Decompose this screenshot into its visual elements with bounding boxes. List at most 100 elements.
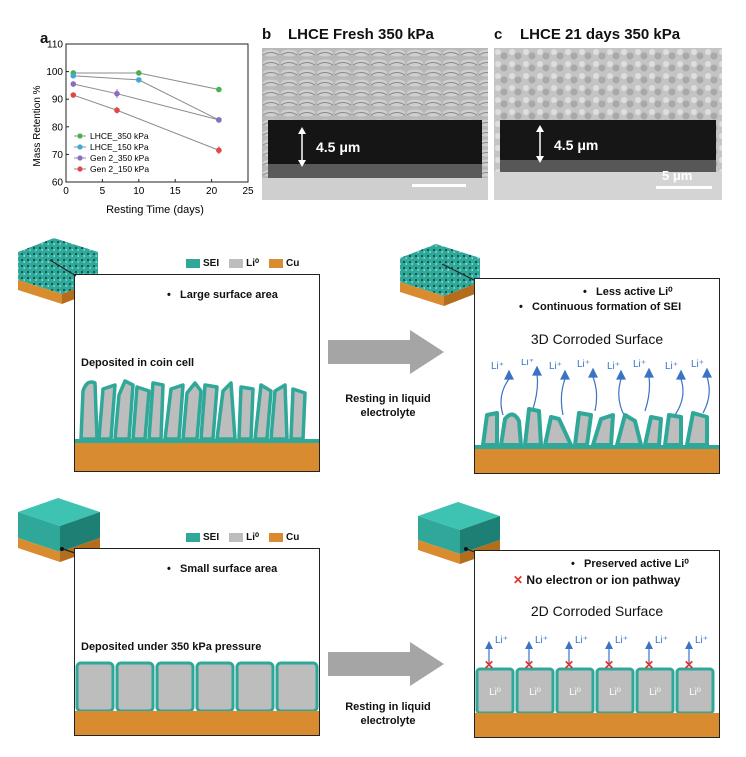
corroded-2d-title: 2D Corroded Surface [530,603,664,619]
ion-label: Li⁺ [535,635,548,646]
y-tick-label: 100 [46,67,63,78]
blocked-cross-icon: ✕ [484,658,494,672]
top-left-schematic: • Large surface area Deposited in coin c… [74,274,320,472]
ion-label: Li⁺ [495,635,508,646]
preserved-columns-drawing: Li⁰Li⁺✕Li⁰Li⁺✕Li⁰Li⁺✕Li⁰Li⁺✕Li⁰Li⁺✕Li⁰Li… [475,635,719,737]
data-point [114,107,120,114]
li-column-label: Li⁰ [569,687,581,698]
thickness-label: 4.5 μm [554,137,598,153]
bullet-text: • Large surface area [167,289,278,301]
corroded-3d-title: 3D Corroded Surface [530,331,664,347]
data-point [70,72,77,79]
li-column-label: Li⁰ [529,687,541,698]
legend-marker [77,144,83,150]
x-tick-label: 20 [206,186,218,197]
process-arrow-icon [328,642,444,686]
bottom-left-schematic: • Small surface area Deposited under 350… [74,548,320,736]
bullet-text-1: • Preserved active Li⁰ [571,558,689,570]
ion-arrow-head [565,641,573,649]
data-point [114,90,120,97]
svg-text:Li⁺: Li⁺ [665,361,678,372]
sei-swatch [186,259,200,268]
ion-arrow-head [485,641,493,649]
svg-text:Li⁺: Li⁺ [521,359,534,368]
y-tick-label: 90 [52,95,64,106]
legend-label: Gen 2_350 kPa [90,153,149,163]
scale-bar-label: 5 μm [662,168,692,183]
dense-columns-drawing [75,661,319,735]
bullet-text-2: ✕ No electron or ion pathway [513,573,681,587]
li-column-label: Li⁰ [649,687,661,698]
svg-text:Li⁺: Li⁺ [577,359,590,370]
legend-marker [77,166,83,172]
bullet-text-1: • Less active Li⁰ [583,286,673,298]
y-axis-label: Mass Retention % [32,85,43,166]
legend-marker [77,155,83,161]
top-right-schematic: • Less active Li⁰ • Continuous formation… [474,278,720,474]
panel-c-letter: c [494,26,503,43]
blocked-cross-icon: ✕ [604,658,614,672]
sei-swatch [186,533,200,542]
data-point [136,70,142,76]
svg-text:Li⁺: Li⁺ [549,361,562,372]
cross-icon: ✕ [513,573,524,587]
series-line-1 [73,75,220,121]
svg-text:Li⁺: Li⁺ [607,361,620,372]
blocked-cross-icon: ✕ [684,658,694,672]
ion-arrow-head [525,641,533,649]
panel-b-letter: b [262,26,272,43]
process-arrow-icon [328,330,444,374]
y-tick-label: 110 [47,40,63,51]
ion-arrow-head [645,641,653,649]
corroded-li-block-icon [400,244,480,306]
cu-swatch [269,533,284,542]
x-tick-label: 0 [63,186,69,197]
li-swatch [229,533,244,542]
series-line-2 [73,83,220,121]
data-point [70,92,77,98]
data-point [216,147,222,154]
series-line-0 [73,72,219,91]
blocked-cross-icon: ✕ [524,658,534,672]
bullet-text: • Small surface area [167,563,278,575]
data-point [216,86,222,93]
panel-c-title: LHCE 21 days 350 kPa [520,26,681,43]
ion-label: Li⁺ [575,635,588,646]
li-column-label: Li⁰ [689,687,701,698]
legend-label: LHCE_350 kPa [90,131,149,141]
legend-marker [77,133,83,139]
panel-b-title: LHCE Fresh 350 kPa [288,26,434,43]
blocked-cross-icon: ✕ [564,658,574,672]
x-tick-label: 5 [100,186,106,197]
bottom-legend: SEI Li⁰ Cu [186,532,299,543]
cu-swatch [269,259,284,268]
svg-text:Li⁺: Li⁺ [633,359,646,370]
ion-label: Li⁺ [615,635,628,646]
chart-series [70,70,222,155]
legend-label: LHCE_150 kPa [90,142,149,152]
x-tick-label: 25 [242,186,254,197]
bullet-text-2: • Continuous formation of SEI [519,301,682,313]
bottom-right-schematic: • Preserved active Li⁰ ✕ No electron or … [474,550,720,738]
blocked-cross-icon: ✕ [644,658,654,672]
ion-label: Li⁺ [655,635,668,646]
data-point [136,77,142,83]
plot-frame [65,43,249,183]
ion-label: Li⁺ [695,635,708,646]
panel-a-letter: a [40,30,49,47]
corroded-dendrite-drawing: Li⁺ Li⁺ Li⁺ Li⁺ Li⁺ Li⁺ Li⁺ Li⁺ [475,359,719,473]
li-column-label: Li⁰ [609,687,621,698]
top-legend: SEI Li⁰ Cu [186,258,299,269]
svg-text:Li⁺: Li⁺ [491,361,504,372]
svg-text:Li⁺: Li⁺ [691,359,704,370]
x-tick-label: 10 [133,186,145,197]
sem-image-fresh: 4.5 μm [262,48,488,200]
data-point [216,117,222,123]
y-tick-label: 60 [52,178,64,189]
ion-arrow-head [685,641,693,649]
y-tick-label: 70 [52,150,64,161]
